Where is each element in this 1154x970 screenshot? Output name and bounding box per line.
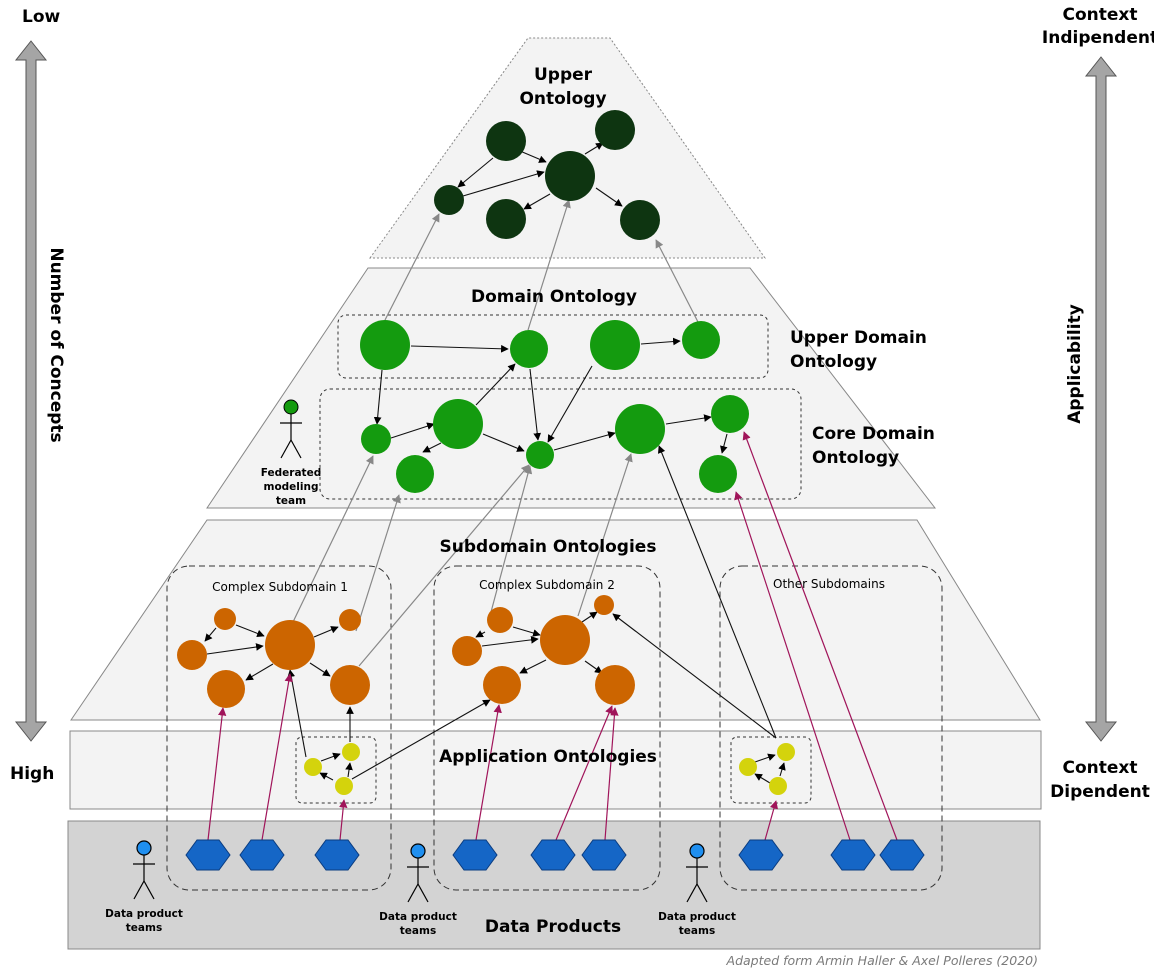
core-domain-ontology-label: Core Domain	[812, 424, 935, 444]
data-product-hexagon	[452, 839, 498, 871]
context-independent-label: Indipendent	[1042, 28, 1154, 48]
upper-ontology-layer	[369, 37, 766, 259]
context-dependent-label: Dipendent	[1050, 782, 1150, 802]
domain-concept-node	[510, 330, 548, 368]
dp-teams-label: Data product	[379, 911, 457, 923]
concept-relations	[204, 142, 786, 784]
complex-subdomain-1-box	[166, 565, 392, 891]
upper-concept-node	[545, 151, 595, 201]
domain-concept-node	[360, 320, 410, 370]
application-concept-node	[777, 743, 795, 761]
domain-concept-node	[433, 399, 483, 449]
subdomain-concept-node	[330, 665, 370, 705]
application-concept-node	[739, 758, 757, 776]
data-product-teams-actor	[133, 840, 155, 900]
upper-concept-node	[595, 110, 635, 150]
application-concept-node	[304, 758, 322, 776]
domain-concept-node	[699, 455, 737, 493]
domain-concept-node	[590, 320, 640, 370]
upper-domain-ontology-label: Ontology	[790, 352, 877, 372]
application-concept-node	[342, 743, 360, 761]
applicability-title: Applicability	[1065, 304, 1085, 424]
upper-concept-node	[620, 200, 660, 240]
federated-team-label: team	[276, 495, 306, 507]
application-concept-node	[769, 777, 787, 795]
data-product-teams-actor	[407, 843, 429, 903]
data-product-hexagon	[581, 839, 627, 871]
data-product-hexagons	[185, 839, 925, 871]
upper-ontology-title: Upper	[534, 65, 593, 85]
complex-subdomain-1-label: Complex Subdomain 1	[212, 580, 348, 594]
federated-team-label: modeling	[264, 481, 319, 493]
subdomain-ontologies-title: Subdomain Ontologies	[440, 537, 657, 557]
number-of-concepts-arrow	[14, 40, 48, 742]
subdomain-concept-node	[595, 665, 635, 705]
domain-concept-node	[615, 404, 665, 454]
applicability-arrow	[1084, 56, 1118, 742]
dp-teams-label: teams	[679, 925, 715, 937]
axis-high-label: High	[10, 764, 54, 784]
federated-team-head	[283, 399, 299, 415]
upper-ontology-nodes	[434, 110, 660, 240]
axis-low-label: Low	[22, 7, 61, 27]
subdomain-concept-node	[265, 620, 315, 670]
domain-concept-node	[526, 441, 554, 469]
dp-teams-label: teams	[126, 922, 162, 934]
upper-ontology-title: Ontology	[519, 89, 606, 109]
upper-concept-node	[486, 121, 526, 161]
upper-concept-node	[434, 185, 464, 215]
subdomain-concept-node	[452, 636, 482, 666]
federated-team-label: Federated	[261, 467, 321, 479]
other-subdomains-box	[719, 565, 943, 891]
complex-subdomain-2-label: Complex Subdomain 2	[479, 578, 615, 592]
upper-domain-group	[337, 314, 769, 379]
data-product-hexagon	[239, 839, 285, 871]
subdomain-concept-node	[487, 607, 513, 633]
upper-domain-ontology-label: Upper Domain	[790, 328, 927, 348]
context-independent-label: Context	[1062, 5, 1137, 25]
application-ontologies-layer	[69, 730, 1042, 810]
dp-teams-label: Data product	[658, 911, 736, 923]
subdomain-concept-node	[540, 615, 590, 665]
data-product-hexagon	[879, 839, 925, 871]
data-product-teams-actor	[686, 843, 708, 903]
domain-concept-node	[361, 424, 391, 454]
subdomain-concept-node	[594, 595, 614, 615]
subdomain-concept-node	[214, 608, 236, 630]
data-product-hexagon	[314, 839, 360, 871]
application-nodes	[304, 743, 795, 795]
data-product-hexagon	[738, 839, 784, 871]
application-ontologies-title: Application Ontologies	[439, 747, 657, 767]
domain-concept-node	[682, 321, 720, 359]
application-group-1	[295, 736, 377, 804]
application-concept-node	[335, 777, 353, 795]
domain-ontology-nodes	[283, 320, 749, 493]
number-of-concepts-title: Number of Concepts	[46, 247, 66, 442]
subdomain-concept-node	[177, 640, 207, 670]
upper-concept-node	[486, 199, 526, 239]
data-product-links	[207, 431, 898, 841]
data-product-hexagon	[185, 839, 231, 871]
other-subdomains-label: Other Subdomains	[773, 577, 885, 591]
core-domain-ontology-label: Ontology	[812, 448, 899, 468]
domain-concept-node	[396, 455, 434, 493]
subdomain-concept-node	[339, 609, 361, 631]
domain-ontology-title: Domain Ontology	[471, 287, 637, 307]
subdomain-concept-node	[207, 670, 245, 708]
federated-modeling-team-actor	[280, 414, 302, 459]
data-products-title: Data Products	[485, 917, 621, 937]
context-dependent-label: Context	[1062, 758, 1137, 778]
data-product-hexagon	[830, 839, 876, 871]
cross-layer-links	[292, 199, 699, 667]
subdomain-concept-node	[483, 666, 521, 704]
credit-caption: Adapted form Armin Haller & Axel Pollere…	[726, 953, 1038, 968]
dp-teams-label: teams	[400, 925, 436, 937]
domain-concept-node	[711, 395, 749, 433]
core-domain-group	[319, 388, 802, 500]
dp-teams-label: Data product	[105, 908, 183, 920]
data-product-hexagon	[530, 839, 576, 871]
complex-subdomain-2-box	[433, 565, 661, 891]
subdomain-nodes	[177, 595, 635, 708]
